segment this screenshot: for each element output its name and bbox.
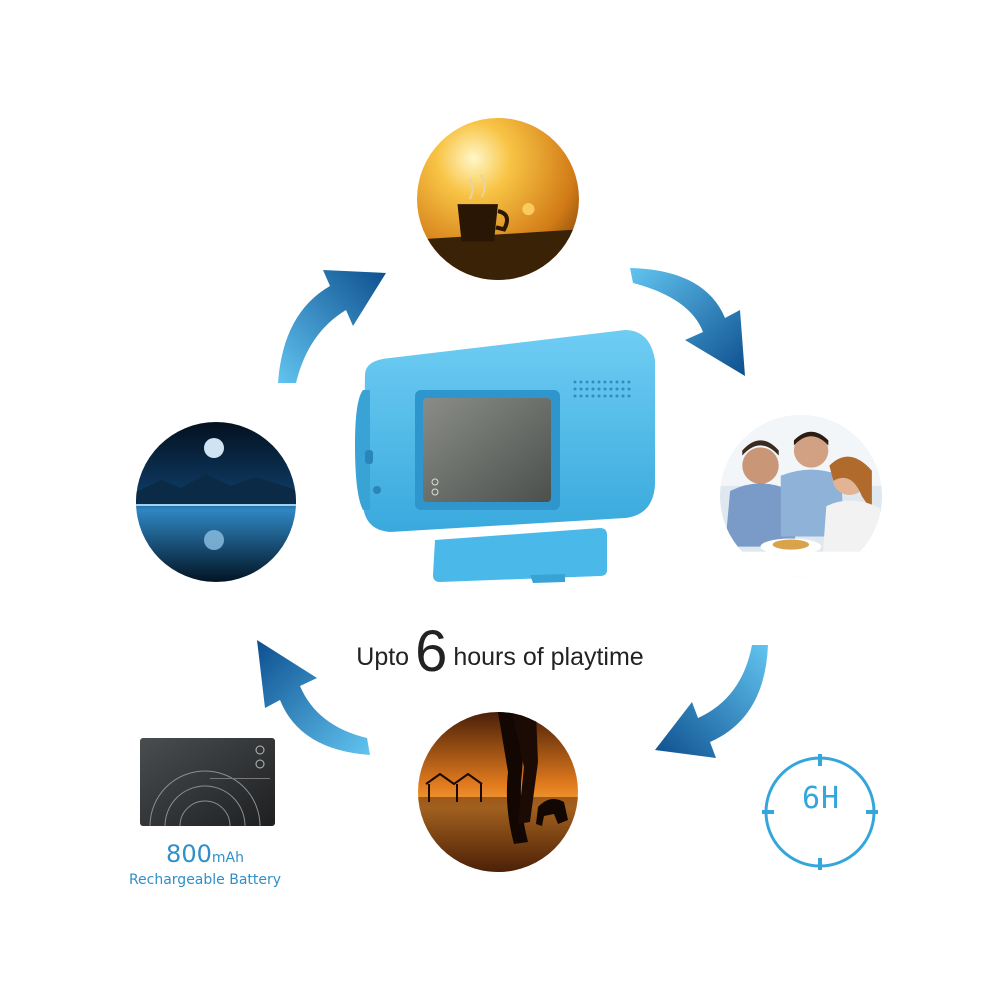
- sunrise-coffee-photo: [417, 118, 579, 280]
- arrow-top-right-icon: [630, 268, 745, 376]
- friends-dining-photo: [720, 415, 882, 577]
- headline-suffix: hours of playtime: [453, 643, 644, 671]
- headline-prefix: Upto: [356, 643, 410, 671]
- timer-icon: [762, 754, 878, 870]
- headline-number: 6: [415, 619, 448, 684]
- arrow-bottom-left-icon: [257, 640, 370, 755]
- moonlit-lake-photo: [136, 422, 296, 582]
- battery-capacity-unit: mAh: [211, 850, 244, 866]
- arrow-top-left-icon: [278, 270, 386, 383]
- sunset-walking-photo: [418, 712, 578, 872]
- battery-caption: 800mAh Rechargeable Battery: [100, 840, 310, 888]
- battery-icon: [140, 738, 275, 826]
- arrow-bottom-right-icon: [655, 645, 768, 758]
- battery-caption-text: Rechargeable Battery: [128, 872, 282, 888]
- battery-capacity-value: 800: [166, 840, 212, 868]
- timer-badge-text: 6H: [801, 781, 841, 816]
- music-player-device: [355, 330, 655, 583]
